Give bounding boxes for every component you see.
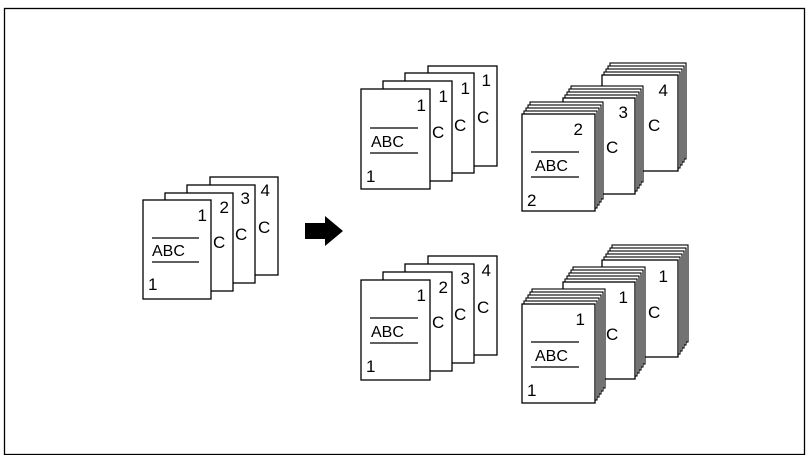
svg-text:C: C — [258, 218, 270, 237]
front-corner: 1 — [366, 167, 375, 186]
svg-text:1: 1 — [659, 267, 668, 286]
svg-text:4: 4 — [261, 181, 270, 200]
svg-text:C: C — [454, 305, 466, 324]
front-sheet: 1 ABC 1 — [360, 279, 431, 381]
front-corner: 1 — [366, 357, 375, 376]
output-group-bottom-left: 4 C 3 C 2 C 1 ABC 1 — [360, 255, 498, 381]
front-title: ABC — [371, 134, 404, 151]
svg-text:4: 4 — [659, 81, 668, 100]
svg-text:2: 2 — [439, 278, 448, 297]
svg-text:1: 1 — [576, 310, 585, 329]
front-corner: 1 — [527, 381, 536, 400]
front-title: ABC — [371, 324, 404, 341]
svg-text:1: 1 — [439, 87, 448, 106]
page-1-front: 1 ABC 1 — [142, 199, 212, 300]
svg-text:C: C — [432, 313, 444, 332]
output-group-top-right: 4 C 3 C 2 ABC 2 — [521, 62, 687, 212]
front-corner: 2 — [527, 191, 536, 210]
svg-text:3: 3 — [461, 269, 470, 288]
svg-text:1: 1 — [417, 96, 426, 115]
svg-text:1: 1 — [198, 206, 207, 225]
original-page-stack: 4 C 3 C 2 C 1 ABC 1 — [142, 176, 279, 300]
svg-text:C: C — [477, 108, 489, 127]
front-title: ABC — [152, 243, 185, 260]
svg-text:C: C — [606, 325, 618, 344]
svg-text:1: 1 — [417, 286, 426, 305]
right-arrow-icon — [305, 216, 343, 246]
front-title: ABC — [535, 348, 568, 365]
front-corner: 1 — [148, 275, 157, 294]
svg-text:C: C — [648, 116, 660, 135]
svg-text:2: 2 — [220, 198, 229, 217]
front-title: ABC — [535, 158, 568, 175]
svg-text:3: 3 — [619, 103, 628, 122]
svg-text:C: C — [213, 233, 225, 252]
svg-text:C: C — [432, 123, 444, 142]
svg-text:C: C — [648, 303, 660, 322]
svg-text:C: C — [606, 138, 618, 157]
output-group-bottom-right: 1 C 1 C 1 ABC 1 — [521, 244, 689, 404]
svg-text:1: 1 — [619, 288, 628, 307]
svg-text:4: 4 — [482, 261, 491, 280]
stack-front: 1 ABC 1 — [521, 288, 606, 404]
svg-text:2: 2 — [574, 120, 583, 139]
svg-text:1: 1 — [482, 71, 491, 90]
svg-text:C: C — [477, 298, 489, 317]
stack-2-front: 2 ABC 2 — [521, 101, 604, 212]
output-group-top-left: 1 C 1 C 1 C 1 ABC 1 — [360, 65, 498, 190]
svg-text:C: C — [454, 116, 466, 135]
svg-text:C: C — [235, 225, 247, 244]
svg-text:3: 3 — [241, 189, 250, 208]
front-sheet: 1 ABC 1 — [360, 88, 431, 190]
svg-text:1: 1 — [461, 79, 470, 98]
